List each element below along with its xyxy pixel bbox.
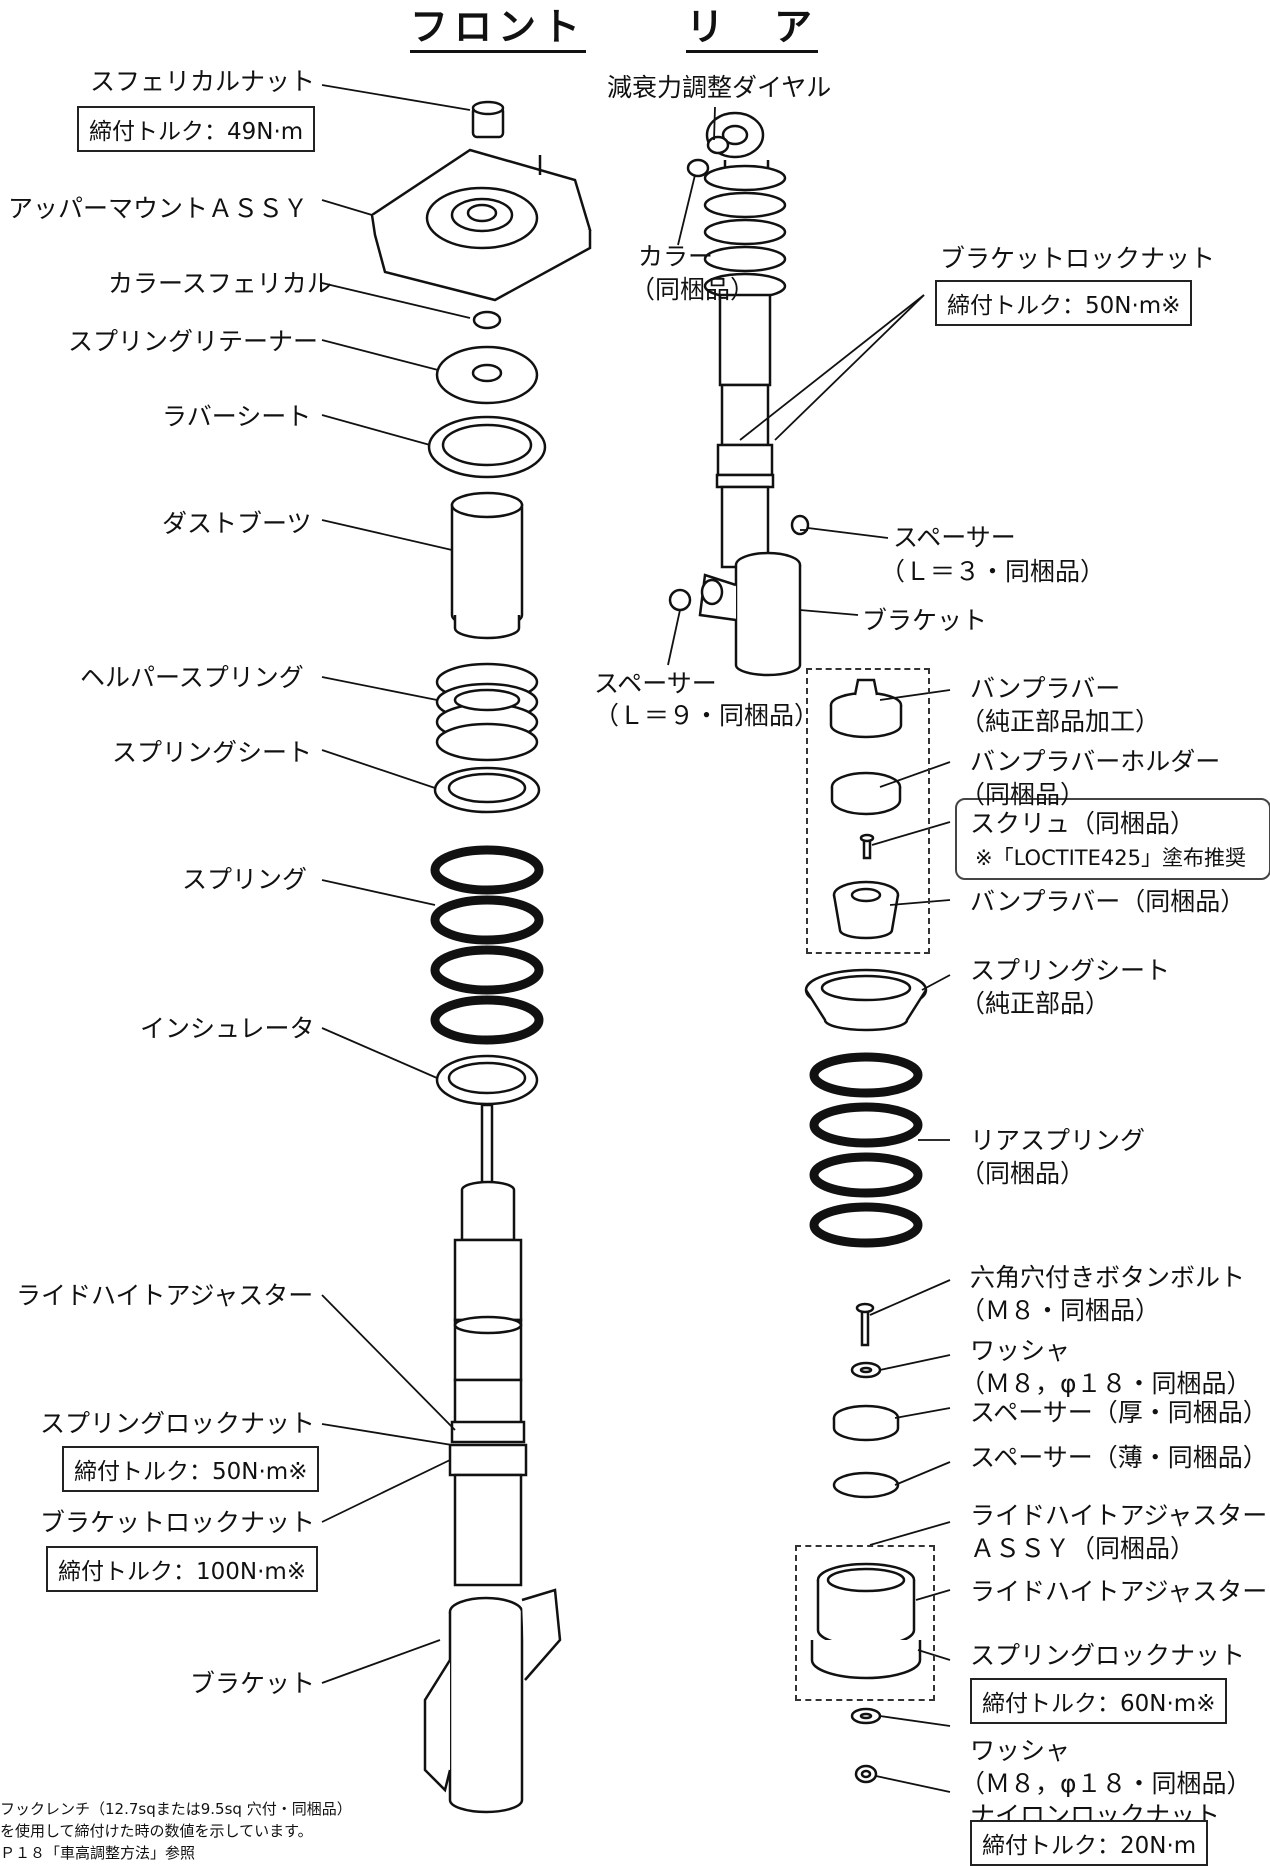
rear-bump-rubber-sub: （純正部品加工）: [960, 707, 1161, 736]
rear-washer1-part: [850, 1361, 882, 1379]
rear-bracket-label: ブラケット: [862, 606, 988, 635]
rear-spacer-thin-part: [832, 1471, 900, 1499]
front-spring-seat-label: スプリングシート: [112, 738, 313, 767]
front-helper-spring-label: ヘルパースプリング: [80, 663, 304, 692]
front-ride-height-adjuster-label: ライドハイトアジャスター: [16, 1281, 314, 1310]
rear-spacer-thick-label: スペーサー（厚・同梱品）: [970, 1398, 1268, 1427]
rear-collar-label: カラー: [638, 242, 714, 271]
rear-bump-rubber-label: バンプラバー: [970, 674, 1121, 703]
header-rear: リ ア: [686, 5, 819, 53]
rear-rear-spring-label: リアスプリング: [970, 1126, 1146, 1155]
rear-spacer-l9-part: [668, 588, 692, 612]
front-spring-lock-nut-label: スプリングロックナット: [40, 1409, 316, 1438]
front-bracket-part: [423, 1588, 562, 1814]
front-spring-label: スプリング: [182, 865, 308, 894]
rear-screw-label: スクリュ（同梱品）: [970, 809, 1196, 838]
rear-bump-holder-sub: （同梱品）: [960, 780, 1086, 809]
front-spring-retainer-part: [435, 345, 539, 405]
front-rubber-seat-part: [427, 415, 547, 479]
rear-screw-note: ※「LOCTITE425」塗布推奨: [975, 846, 1246, 870]
rear-spring-seat-label: スプリングシート: [970, 956, 1171, 985]
rear-spacer-l9-label: スペーサー: [594, 669, 717, 698]
leader-lines: [321, 84, 951, 1793]
rear-spring-lock-nut-torque: 締付トルク：60N·m※: [970, 1678, 1228, 1724]
rear-spring-seat-sub: （純正部品）: [960, 989, 1111, 1018]
rear-spring-part: [809, 1052, 923, 1248]
rear-hex-bolt-part: [855, 1302, 875, 1347]
rear-rh-adjuster-label: ライドハイトアジャスター: [970, 1577, 1268, 1606]
front-spherical-nut-part: [471, 100, 505, 139]
rear-spacer-thick-part: [832, 1404, 900, 1442]
rear-shock-part: [703, 160, 787, 569]
front-spring-part: [430, 845, 544, 1045]
rear-spring-lock-nut-label: スプリングロックナット: [970, 1641, 1246, 1670]
rear-bracket-lock-nut-torque: 締付トルク：50N·m※: [935, 280, 1193, 326]
front-dust-boot-part: [450, 491, 524, 640]
rear-bump-holder-part: [830, 771, 902, 816]
front-collar-spherical-part: [472, 310, 502, 330]
header-front: フロント: [410, 5, 587, 53]
front-spring-seat-part: [433, 766, 541, 814]
front-insulator-label: インシュレータ: [140, 1014, 315, 1043]
rear-spacer-l9-sub: （Ｌ＝９・同梱品）: [594, 701, 820, 730]
rear-washer2-sub: （Ｍ８，φ１８・同梱品）: [960, 1769, 1252, 1798]
rear-washer2-label: ワッシャ: [970, 1736, 1071, 1765]
rear-ride-height-group-frame: [795, 1545, 935, 1701]
rear-collar-sub: （同梱品）: [630, 275, 756, 304]
front-bracket-lock-nut-torque: 締付トルク：100N·m※: [46, 1546, 319, 1592]
rear-collar-part: [686, 158, 710, 178]
footnote-line-3: Ｐ１８「車高調整方法」参照: [0, 1844, 196, 1862]
front-rubber-seat-label: ラバーシート: [162, 402, 312, 431]
rear-damping-dial-label: 減衰力調整ダイヤル: [607, 73, 832, 102]
rear-hex-bolt-label: 六角穴付きボタンボルト: [970, 1263, 1246, 1292]
rear-nylon-nut-part: [854, 1764, 878, 1784]
front-bracket-label: ブラケット: [190, 1669, 316, 1698]
rear-rh-assy-sub: ＡＳＳＹ（同梱品）: [970, 1534, 1196, 1563]
rear-washer2-part: [850, 1707, 882, 1725]
front-insulator-part: [435, 1054, 539, 1106]
front-spherical-nut-label: スフェリカルナット: [90, 67, 316, 96]
rear-bump-holder-label: バンプラバーホルダー: [970, 747, 1221, 776]
front-upper-mount-label: アッパーマウントＡＳＳＹ: [8, 194, 309, 223]
rear-washer1-label: ワッシャ: [970, 1336, 1071, 1365]
rear-spacer-l3-part: [790, 514, 810, 536]
rear-hex-bolt-sub: （Ｍ８・同梱品）: [960, 1296, 1161, 1325]
rear-spacer-l3-sub: （Ｌ＝３・同梱品）: [880, 557, 1106, 586]
rear-nylon-nut-torque: 締付トルク：20N·m: [970, 1820, 1209, 1866]
footnote-line-1: フックレンチ（12.7sqまたは9.5sq 穴付・同梱品）: [0, 1800, 352, 1818]
front-shock-part: [448, 1103, 528, 1587]
rear-rear-spring-sub: （同梱品）: [960, 1159, 1086, 1188]
front-upper-mount-part: [370, 148, 592, 302]
rear-upper-eye-part: [705, 111, 765, 159]
rear-bump-group-frame: [806, 668, 930, 954]
rear-bump-rubber2-label: バンプラバー（同梱品）: [970, 887, 1246, 916]
rear-spacer-thin-label: スペーサー（薄・同梱品）: [970, 1443, 1268, 1472]
front-dust-boot-label: ダストブーツ: [162, 509, 312, 538]
front-spherical-nut-torque: 締付トルク：49N·m: [77, 106, 316, 152]
front-collar-spherical-label: カラースフェリカル: [108, 269, 332, 298]
front-spring-retainer-label: スプリングリテーナー: [68, 327, 319, 356]
rear-bump-rubber2-part: [832, 880, 900, 940]
footnote-line-2: を使用して締付けた時の数値を示しています。: [0, 1822, 313, 1840]
rear-spacer-l3-label: スペーサー: [893, 523, 1016, 552]
front-bracket-lock-nut-label: ブラケットロックナット: [40, 1508, 316, 1537]
rear-bracket-lock-nut-label: ブラケットロックナット: [940, 244, 1216, 273]
rear-ride-height-assy-part: [810, 1562, 922, 1680]
rear-rh-assy-label: ライドハイトアジャスター: [970, 1501, 1268, 1530]
rear-spring-seat-part: [804, 968, 928, 1032]
rear-screw-part: [859, 833, 875, 860]
rear-bracket-part: [698, 551, 802, 677]
rear-washer1-sub: （Ｍ８，φ１８・同梱品）: [960, 1369, 1252, 1398]
front-helper-spring-part: [435, 662, 539, 762]
front-spring-lock-nut-torque: 締付トルク：50N·m※: [62, 1446, 320, 1492]
